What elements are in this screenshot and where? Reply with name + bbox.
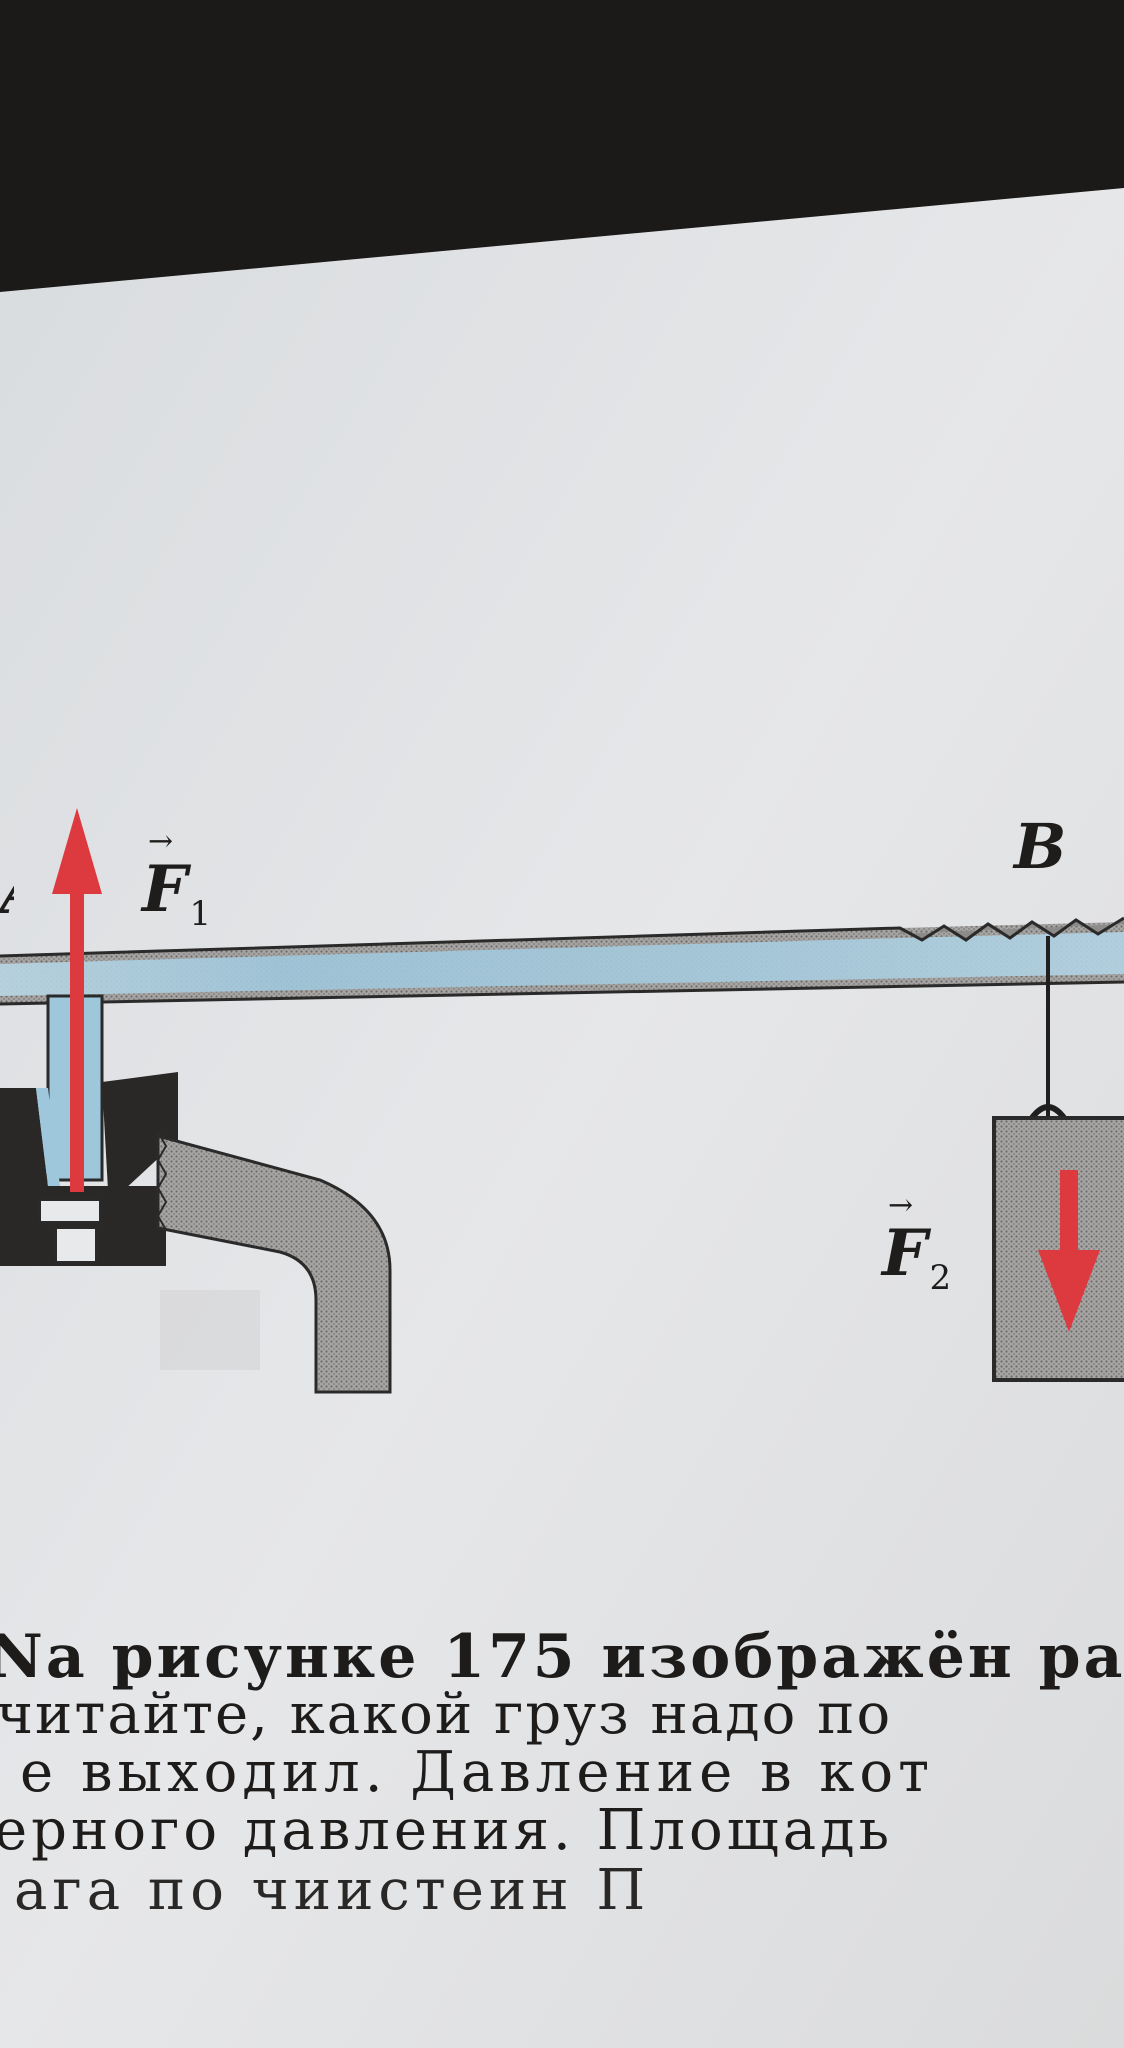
force-arrow-f2 [1038, 1170, 1100, 1332]
force-f1-label: →F1 [142, 824, 212, 934]
force-f1-symbol: F [142, 852, 188, 927]
text-line: ерного давления. Площадь [0, 1798, 894, 1863]
hanging-weight [992, 936, 1124, 1382]
text-line: ага по чиистеин П [14, 1858, 651, 1923]
force-f2-subscript: 2 [929, 1258, 952, 1298]
paper-page [0, 188, 1124, 2048]
text-line: читайте, какой груз надо по [0, 1682, 893, 1747]
vector-arrow-icon: → [888, 1188, 914, 1223]
force-f1-subscript: 1 [189, 894, 212, 934]
problem-text: Na рисунке 175 изображён ра читайте, как… [0, 1628, 1124, 2048]
text-line: Na рисунке 175 изображён ра [0, 1628, 1124, 1692]
print-ghost [160, 1290, 260, 1370]
force-arrow-f1 [52, 808, 102, 1192]
text-line: е выходил. Давление в кот [20, 1740, 935, 1805]
force-f2-label: →F2 [882, 1188, 952, 1298]
vector-arrow-icon: → [148, 824, 174, 859]
force-f2-symbol: F [882, 1216, 928, 1291]
lever-beam [0, 916, 1124, 1006]
point-b-label: B [1014, 810, 1067, 883]
point-a-label: A [0, 855, 14, 928]
